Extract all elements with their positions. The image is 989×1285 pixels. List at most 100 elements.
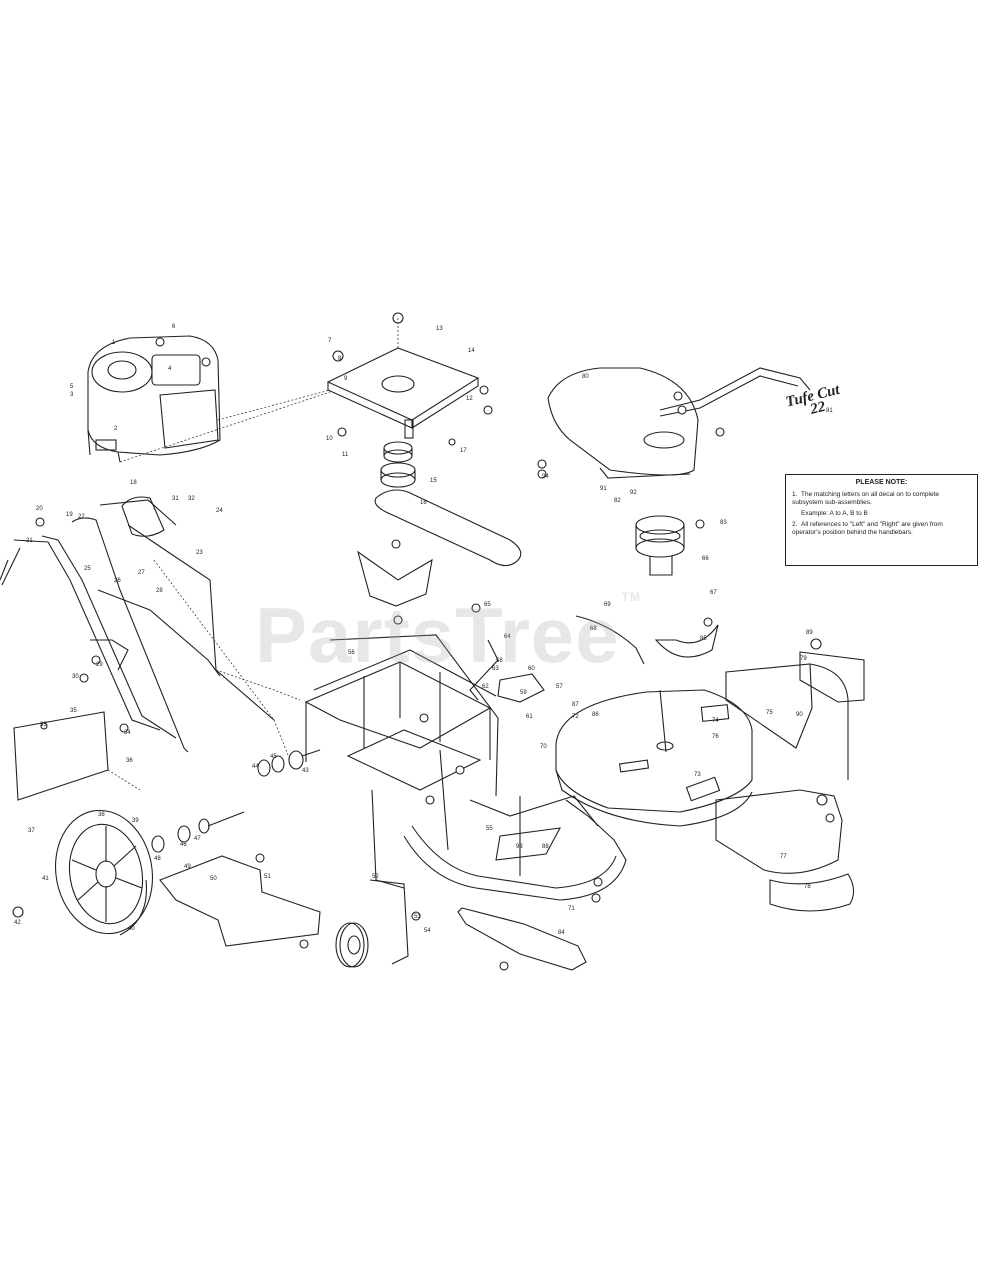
part-number-94: 94 <box>542 474 549 480</box>
part-number-78: 78 <box>804 884 811 890</box>
part-number-50: 50 <box>210 876 217 882</box>
part-number-76: 76 <box>712 734 719 740</box>
part-number-47: 47 <box>194 836 201 842</box>
part-number-19: 19 <box>66 512 73 518</box>
part-number-81: 81 <box>826 408 833 414</box>
part-number-51: 51 <box>264 874 271 880</box>
rear-wheel <box>54 809 154 936</box>
part-number-44: 44 <box>252 764 259 770</box>
part-number-38: 38 <box>98 812 105 818</box>
part-number-18: 18 <box>130 480 137 486</box>
note-item-text: The matching letters on all decal on to … <box>792 490 940 506</box>
part-number-68: 68 <box>590 626 597 632</box>
part-number-90: 90 <box>796 712 803 718</box>
note-example: Example: A to A, B to B <box>792 510 971 518</box>
part-number-4: 4 <box>168 366 172 372</box>
part-number-42: 42 <box>14 920 21 926</box>
part-number-39: 39 <box>132 818 139 824</box>
note-example-text: Example: A to A, B to B <box>801 510 868 517</box>
part-number-85: 85 <box>700 636 707 642</box>
part-number-29: 29 <box>96 662 103 668</box>
left-handlebar-assembly <box>0 499 275 753</box>
part-number-88: 88 <box>542 844 549 850</box>
part-number-84: 84 <box>558 930 565 936</box>
part-number-64: 64 <box>504 634 511 640</box>
part-number-71: 71 <box>568 906 575 912</box>
part-number-45: 45 <box>270 754 277 760</box>
part-number-49: 49 <box>184 864 191 870</box>
part-number-73: 73 <box>694 772 701 778</box>
part-number-69: 69 <box>604 602 611 608</box>
main-frame <box>304 634 627 901</box>
part-number-40: 40 <box>128 926 135 932</box>
mower-deck <box>555 689 753 827</box>
cutting-blade <box>457 907 587 971</box>
discharge-chute <box>715 651 865 912</box>
part-number-41: 41 <box>42 876 49 882</box>
part-number-2: 2 <box>114 426 118 432</box>
part-number-6: 6 <box>172 324 176 330</box>
rear-deflector <box>13 711 109 801</box>
drive-pulleys <box>374 441 522 567</box>
part-number-48: 48 <box>154 856 161 862</box>
part-number-77: 77 <box>780 854 787 860</box>
note-item-number: 1. <box>792 490 798 498</box>
brackets <box>121 496 645 965</box>
part-number-25: 25 <box>84 566 91 572</box>
note-item: 1.The matching letters on all decal on t… <box>792 491 971 507</box>
part-number-10: 10 <box>326 436 333 442</box>
part-number-61: 61 <box>526 714 533 720</box>
part-number-28: 28 <box>156 588 163 594</box>
part-number-79: 79 <box>800 656 807 662</box>
part-number-89: 89 <box>806 630 813 636</box>
engine-mount-plate <box>326 347 480 439</box>
front-caster-wheel <box>335 922 369 968</box>
part-number-72: 72 <box>572 714 579 720</box>
part-number-27: 27 <box>138 570 145 576</box>
part-number-3: 3 <box>70 392 74 398</box>
part-number-83: 83 <box>720 520 727 526</box>
part-number-56: 56 <box>348 650 355 656</box>
part-number-60: 60 <box>528 666 535 672</box>
please-note-box: PLEASE NOTE: 1.The matching letters on a… <box>785 474 978 566</box>
part-number-43: 43 <box>302 768 309 774</box>
part-number-33: 33 <box>40 722 47 728</box>
part-number-13: 13 <box>436 326 443 332</box>
part-number-67: 67 <box>710 590 717 596</box>
leader-lines <box>107 318 399 791</box>
part-number-80: 80 <box>582 374 589 380</box>
part-number-70: 70 <box>540 744 547 750</box>
belt-guard-strap <box>654 624 719 658</box>
part-number-82: 82 <box>614 498 621 504</box>
part-number-53: 53 <box>414 914 421 920</box>
part-number-16: 16 <box>420 500 427 506</box>
part-number-17: 17 <box>460 448 467 454</box>
part-number-11: 11 <box>342 452 349 458</box>
part-number-30: 30 <box>72 674 79 680</box>
part-number-9: 9 <box>344 376 348 382</box>
fasteners <box>12 312 835 971</box>
part-number-58: 58 <box>496 658 503 664</box>
part-number-7: 7 <box>328 338 332 344</box>
part-number-75: 75 <box>766 710 773 716</box>
part-number-15: 15 <box>430 478 437 484</box>
part-number-32: 32 <box>188 496 195 502</box>
clutch-pulley <box>635 515 685 576</box>
note-item-number: 2. <box>792 521 798 529</box>
part-number-52: 52 <box>372 874 379 880</box>
part-number-23: 23 <box>196 550 203 556</box>
part-number-36: 36 <box>126 758 133 764</box>
part-number-46: 46 <box>180 842 187 848</box>
part-number-20: 20 <box>36 506 43 512</box>
part-number-26: 26 <box>114 578 121 584</box>
part-number-74: 74 <box>712 718 719 724</box>
note-item: 2.All references to "Left" and "Right" a… <box>792 521 971 537</box>
part-number-93: 93 <box>516 844 523 850</box>
part-number-35: 35 <box>70 708 77 714</box>
part-number-87: 87 <box>572 702 579 708</box>
part-number-5: 5 <box>70 384 74 390</box>
part-number-91: 91 <box>600 486 607 492</box>
note-title: PLEASE NOTE: <box>855 479 908 486</box>
